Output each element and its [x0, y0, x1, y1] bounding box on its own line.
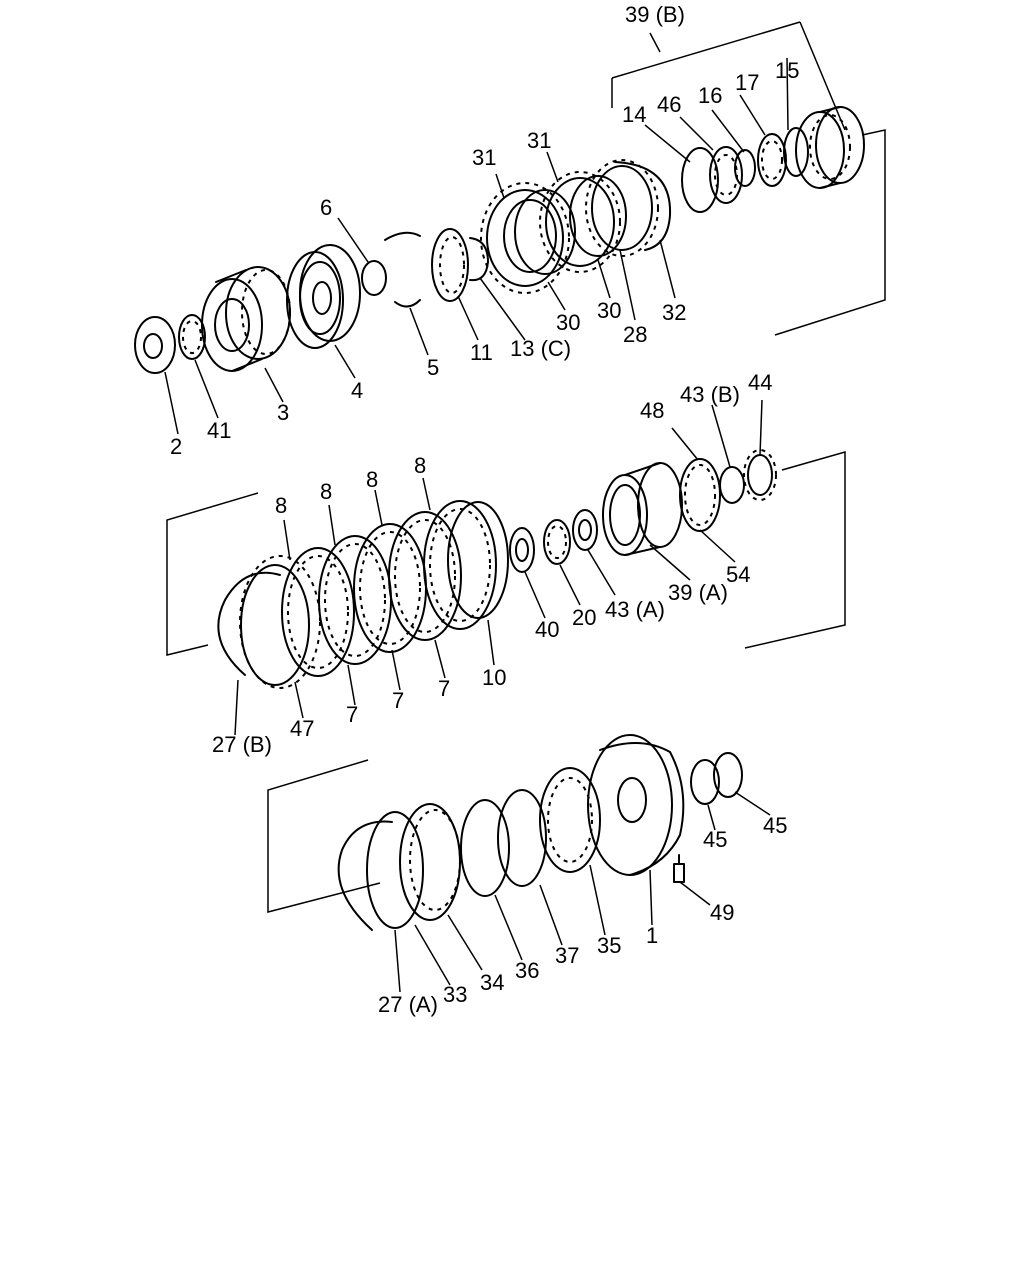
- callout-46: 46: [657, 92, 681, 117]
- callout-labels: 39 (B) 15 17 16 46 14 31 31 6 30 30 28 3…: [170, 2, 799, 1017]
- callout-41: 41: [207, 418, 231, 443]
- part-27b-snap-ring: [217, 571, 281, 676]
- part-6-snap-ring: [361, 260, 387, 296]
- part-41-thrust-bearing: [178, 314, 206, 360]
- callout-15: 15: [775, 58, 799, 83]
- part-30-friction-plate-right: [569, 175, 627, 257]
- callout-49: 49: [710, 900, 734, 925]
- part-32-snap-ring: [614, 161, 672, 251]
- part-10-pressure-plate: [447, 501, 509, 619]
- part-11-spring-retainer: [431, 228, 469, 302]
- callout-45-right: 45: [763, 813, 787, 838]
- callout-44: 44: [748, 370, 772, 395]
- part-16-washer: [734, 149, 756, 187]
- callout-43b: 43 (B): [680, 382, 740, 407]
- part-44-bearing: [743, 449, 777, 501]
- part-31-steel-plate-right: [539, 171, 621, 273]
- leader-lines: [164, 21, 846, 993]
- part-4-planet-carrier: [286, 244, 361, 349]
- callout-7-b: 7: [392, 688, 404, 713]
- callout-30-right: 30: [597, 298, 621, 323]
- part-43a-washer: [572, 509, 598, 551]
- part-5-plate: [384, 231, 421, 308]
- callout-40: 40: [535, 617, 559, 642]
- callout-39a: 39 (A): [668, 580, 728, 605]
- part-45-seal-b: [713, 752, 743, 798]
- part-31-steel-plate-left: [480, 182, 570, 294]
- part-15-race: [783, 127, 809, 177]
- callout-8-d: 8: [414, 453, 426, 478]
- part-30-friction-plate-left: [514, 189, 576, 275]
- frame-bracket-middle-left: [166, 492, 259, 656]
- callout-1: 1: [646, 923, 658, 948]
- callout-13c: 13 (C): [510, 336, 571, 361]
- top-row-assembly: [134, 106, 886, 374]
- callout-31-right: 31: [527, 128, 551, 153]
- part-20-bearing: [543, 519, 571, 565]
- part-39b-clutch-hub: [795, 106, 865, 189]
- clutch-pack-plates: [281, 500, 497, 677]
- part-1-housing: [587, 734, 685, 876]
- part-2-washer: [134, 316, 176, 374]
- part-43b-washer: [719, 466, 745, 504]
- middle-row-assembly: [166, 449, 846, 689]
- callout-32: 32: [662, 300, 686, 325]
- callout-7-a: 7: [346, 702, 358, 727]
- frame-bracket-top: [774, 129, 886, 336]
- part-37-seal: [497, 789, 547, 887]
- callout-8-c: 8: [366, 467, 378, 492]
- callout-33: 33: [443, 982, 467, 1007]
- callout-10: 10: [482, 665, 506, 690]
- callout-27a: 27 (A): [378, 992, 438, 1017]
- callout-7-c: 7: [438, 676, 450, 701]
- callout-34: 34: [480, 970, 504, 995]
- part-27a-snap-ring: [337, 820, 393, 931]
- part-17-bearing: [757, 133, 787, 187]
- part-48-seal-ring: [679, 458, 721, 532]
- callout-17: 17: [735, 70, 759, 95]
- part-3-drum: [201, 266, 291, 372]
- part-14-ring: [681, 147, 719, 213]
- part-13c-snap-ring: [469, 237, 489, 282]
- part-35-piston: [539, 767, 601, 873]
- callout-5: 5: [427, 355, 439, 380]
- part-49-bolt: [673, 854, 685, 883]
- part-40-washer: [509, 527, 535, 573]
- part-28-pressure-plate: [585, 159, 659, 257]
- callout-14: 14: [622, 102, 646, 127]
- part-33-plate: [366, 811, 424, 929]
- callout-11: 11: [470, 340, 493, 365]
- callout-37: 37: [555, 943, 579, 968]
- bottom-row-assembly: [267, 734, 743, 931]
- callout-43a: 43 (A): [605, 597, 665, 622]
- callout-39b: 39 (B): [625, 2, 685, 27]
- frame-bracket-bottom: [267, 759, 381, 913]
- callout-47: 47: [290, 716, 314, 741]
- callout-45-left: 45: [703, 827, 727, 852]
- part-47-plate: [239, 555, 321, 689]
- callout-48: 48: [640, 398, 664, 423]
- frame-bracket-middle-right: [744, 451, 846, 649]
- callout-31-left: 31: [472, 145, 496, 170]
- callout-8-b: 8: [320, 479, 332, 504]
- part-36-seal: [460, 799, 510, 897]
- callout-2: 2: [170, 434, 182, 459]
- callout-27b: 27 (B): [212, 732, 272, 757]
- callout-3: 3: [277, 400, 289, 425]
- part-39a-clutch-hub: [602, 462, 683, 556]
- callout-20: 20: [572, 605, 596, 630]
- callout-54: 54: [726, 562, 750, 587]
- callout-35: 35: [597, 933, 621, 958]
- callout-28: 28: [623, 322, 647, 347]
- part-34-piston: [399, 803, 461, 921]
- callout-16: 16: [698, 83, 722, 108]
- part-45-seal-a: [690, 759, 720, 805]
- callout-36: 36: [515, 958, 539, 983]
- part-46-bearing: [709, 146, 743, 204]
- callout-8-a: 8: [275, 493, 287, 518]
- callout-4: 4: [351, 378, 363, 403]
- callout-6: 6: [320, 195, 332, 220]
- callout-30-left: 30: [556, 310, 580, 335]
